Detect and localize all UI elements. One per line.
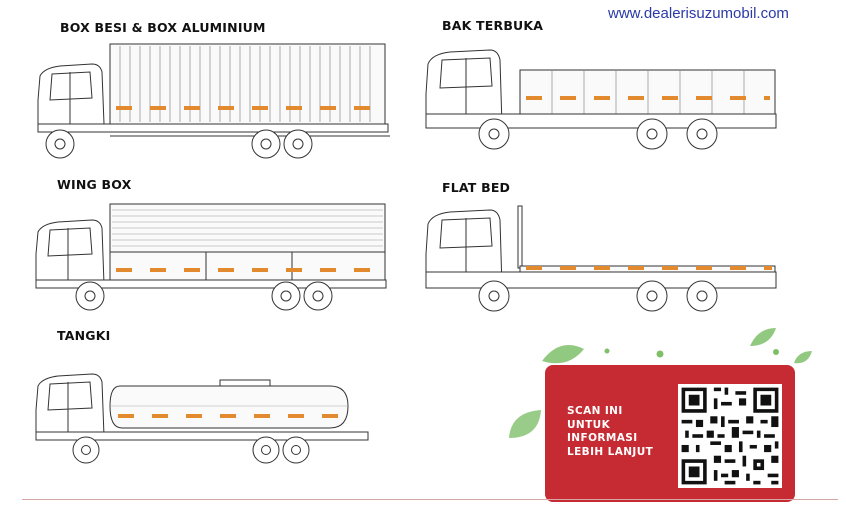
leaf-icon: [509, 410, 541, 438]
leaf-icon: [773, 349, 779, 355]
leaf-icon: [656, 350, 664, 358]
leaf-icon: [542, 345, 584, 364]
scan-qr-card[interactable]: SCAN INI UNTUK INFORMASI LEBIH LANJUT: [545, 365, 795, 502]
label-bak-terbuka: BAK TERBUKA: [442, 18, 544, 33]
truck-wing-box-illustration: [35, 203, 387, 311]
bottom-divider: [22, 499, 838, 500]
label-flat-bed: FLAT BED: [442, 180, 511, 195]
cta-line: INFORMASI: [567, 432, 638, 444]
leaf-icon: [750, 328, 776, 346]
website-url[interactable]: www.dealerisuzumobil.com: [608, 5, 789, 22]
cta-line: UNTUK: [567, 418, 611, 431]
cta-line: SCAN INI: [567, 405, 623, 417]
leaf-icon: [794, 351, 812, 364]
cta-line: LEBIH LANJUT: [567, 445, 654, 458]
label-wing-box: WING BOX: [57, 177, 132, 192]
truck-bak-terbuka-illustration: [425, 49, 777, 150]
leaf-icon: [604, 348, 610, 354]
label-box-besi-aluminium: BOX BESI & BOX ALUMINIUM: [60, 20, 266, 35]
cta-text: SCAN INI UNTUK INFORMASI LEBIH LANJUT: [567, 405, 677, 459]
qr-code-icon: [678, 384, 782, 488]
qr-code[interactable]: [678, 384, 782, 488]
label-tangki: TANGKI: [57, 328, 111, 343]
truck-tangki-illustration: [35, 373, 369, 464]
truck-box-illustration: [37, 43, 390, 159]
truck-flat-bed-illustration: [425, 205, 777, 312]
